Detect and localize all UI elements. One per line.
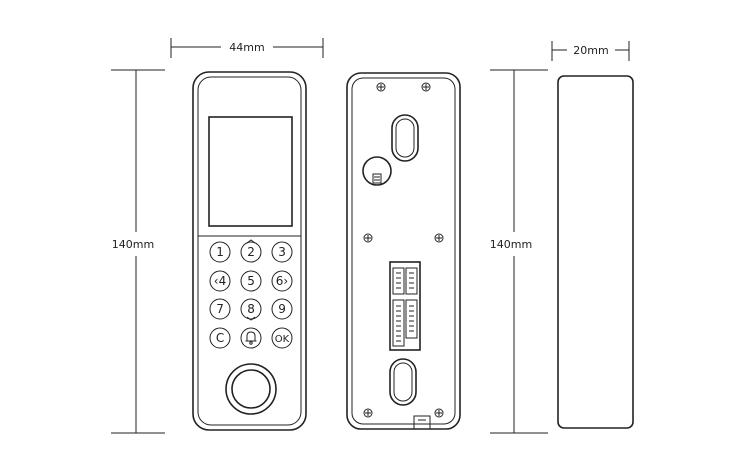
svg-text:3: 3 [278,245,286,259]
display-screen [208,116,293,227]
mounting-slot-bottom [389,358,417,406]
screw-icon [376,82,386,92]
front-view: 44mm 140mm 1 2 3 [111,38,324,434]
screw-icon [363,233,373,243]
svg-text:C: C [216,331,224,345]
front-width-label: 44mm [229,41,264,54]
key-6[interactable]: 6› [271,270,293,292]
front-height-label: 140mm [112,238,154,251]
screw-icon [363,408,373,418]
svg-text:9: 9 [278,302,286,316]
key-1[interactable]: 1 [209,241,231,263]
svg-text:8: 8 [247,302,255,316]
back-body-outline [346,72,461,430]
fingerprint-sensor-icon[interactable] [225,363,277,415]
key-2[interactable]: 2 [240,239,262,263]
screw-icon [434,233,444,243]
back-height-dimension: 140mm [490,69,548,434]
key-ok[interactable]: OK [271,327,293,349]
key-9[interactable]: 9 [271,298,293,320]
svg-text:2: 2 [247,245,255,259]
svg-text:7: 7 [216,302,224,316]
back-view [346,72,461,430]
svg-text:1: 1 [216,245,224,259]
arrow-down-icon [246,316,256,321]
key-5[interactable]: 5 [240,270,262,292]
key-bell[interactable] [240,327,262,349]
arrow-up-icon [246,239,256,244]
key-3[interactable]: 3 [271,241,293,263]
svg-text:5: 5 [247,274,255,288]
bottom-clip [413,415,431,430]
svg-text:OK: OK [275,334,290,345]
tamper-switch-icon [362,156,392,186]
side-depth-dimension: 20mm [551,41,630,61]
key-7[interactable]: 7 [209,298,231,320]
front-bezel [197,76,302,426]
keypad: 1 2 3 ‹4 5 6› 7 8 [209,239,293,349]
front-body-outline [192,71,307,431]
svg-text:‹4: ‹4 [214,274,226,288]
front-width-dimension: 44mm [170,38,324,58]
key-4[interactable]: ‹4 [209,270,231,292]
side-body-outline [557,75,634,429]
bell-icon [245,331,257,345]
back-inner-outline [351,77,456,425]
terminal-block [389,261,421,351]
mounting-slot-top [391,114,419,162]
screw-icon [434,408,444,418]
key-8[interactable]: 8 [240,298,262,321]
back-height-label: 140mm [490,238,532,251]
front-height-dimension: 140mm [111,69,165,434]
key-clear[interactable]: C [209,327,231,349]
side-depth-label: 20mm [573,44,608,57]
svg-text:6›: 6› [276,274,288,288]
side-view: 20mm [551,41,634,429]
screw-icon [421,82,431,92]
